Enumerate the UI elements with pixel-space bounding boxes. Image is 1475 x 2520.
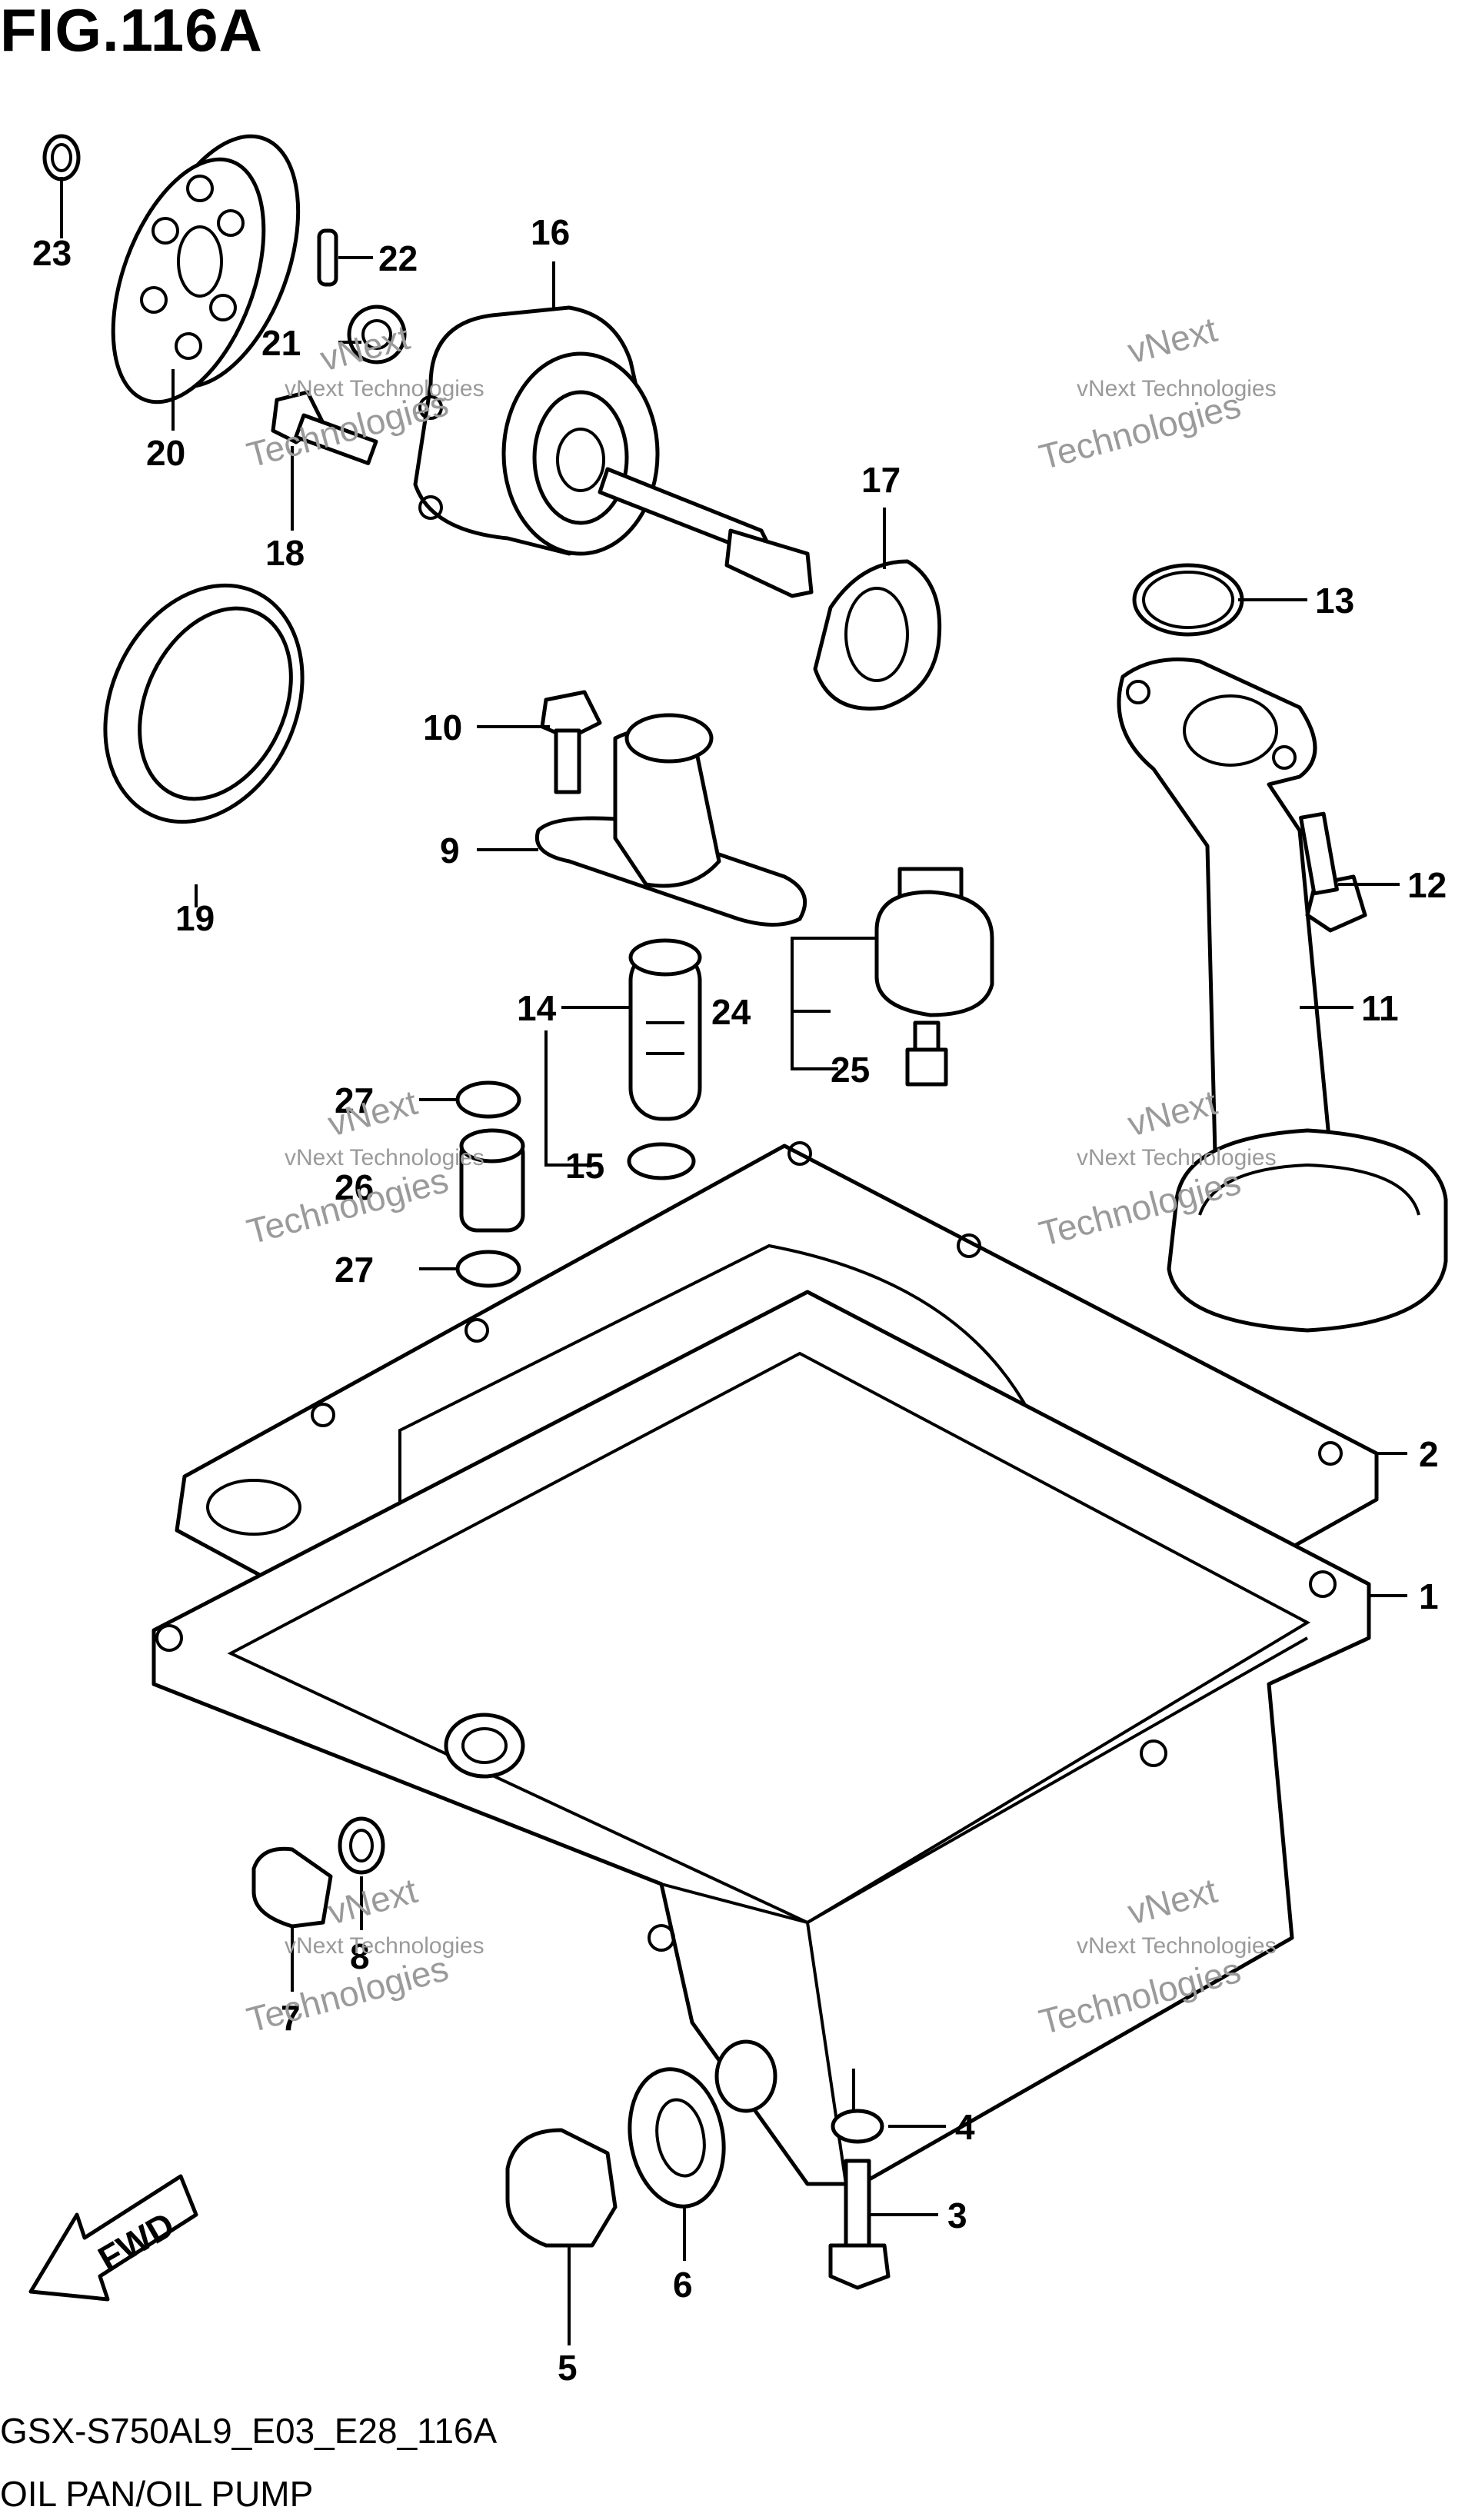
callout-11: 11 [1361,988,1399,1028]
callout-20: 20 [146,433,185,473]
part-27-o-ring-upper[interactable] [455,1080,521,1119]
svg-text:vNext: vNext [1124,309,1221,371]
callout-21: 21 [261,323,301,363]
part-21-washer[interactable] [347,305,407,365]
part-22-pin[interactable] [317,228,338,287]
part-5-drain-plug[interactable] [505,2128,618,2248]
part-1-oil-pan[interactable] [151,1290,1371,2186]
callout-18: 18 [265,533,305,573]
figure-title: FIG.116A [0,0,263,64]
svg-text:vNext Technologies: vNext Technologies [285,1933,484,1959]
part-7-plug[interactable] [251,1846,333,1929]
callout-25: 25 [831,1050,870,1090]
part-6-gasket[interactable] [619,2062,734,2214]
part-12-bolt[interactable] [1299,811,1367,933]
part-9-valve-housing[interactable] [535,713,807,927]
part-8-washer[interactable] [338,1816,385,1875]
model-code: GSX-S750AL9_E03_E28_116A [0,2411,498,2451]
callout-22: 22 [378,238,418,278]
part-24-oil-pressure-switch[interactable] [874,867,994,1017]
watermark-3: vNext Technologies vNext Technologies [242,1082,484,1252]
callout-27-upper: 27 [335,1080,374,1120]
callout-12: 12 [1407,865,1447,905]
part-23-circlip[interactable] [42,134,81,181]
watermark-2: vNext Technologies vNext Technologies [1035,309,1277,477]
svg-text:Technologies: Technologies [242,1948,452,2040]
part-20-drive-gear[interactable] [84,115,329,422]
callout-26: 26 [335,1167,374,1207]
callout-3: 3 [947,2195,967,2235]
callout-27-lower: 27 [335,1250,374,1290]
svg-text:vNext Technologies: vNext Technologies [285,376,484,401]
part-26-pipe[interactable] [459,1128,525,1233]
part-13-o-ring[interactable] [1132,563,1244,637]
fwd-arrow-icon: FWD [28,2174,198,2302]
svg-text:vNext Technologies: vNext Technologies [285,1145,484,1170]
callout-14: 14 [517,988,557,1028]
svg-text:vNext Technologies: vNext Technologies [1077,376,1277,401]
svg-text:vNext: vNext [1124,1082,1221,1144]
callout-1: 1 [1419,1576,1439,1616]
callout-9: 9 [440,831,460,871]
part-19-driven-gear[interactable] [68,553,340,854]
callout-13: 13 [1315,581,1354,621]
svg-text:vNext Technologies: vNext Technologies [1077,1933,1277,1959]
svg-text:vNext Technologies: vNext Technologies [1077,1145,1277,1170]
figure-subtitle: OIL PAN/OIL PUMP [0,2474,314,2514]
callout-17: 17 [861,460,901,500]
part-16-oil-pump[interactable] [413,305,814,598]
callout-8: 8 [350,1936,370,1976]
part-17-gasket[interactable] [813,559,942,711]
part-3-bolt[interactable] [828,2159,891,2290]
callout-16: 16 [531,212,570,252]
callout-2: 2 [1419,1434,1439,1474]
callout-6: 6 [673,2265,693,2305]
callout-7: 7 [281,1998,301,2038]
part-4-washer[interactable] [831,2109,884,2144]
part-15-o-ring[interactable] [627,1142,696,1180]
part-27-o-ring-lower[interactable] [455,1250,521,1288]
part-10-bolt[interactable] [540,690,602,794]
callout-5: 5 [558,2348,578,2388]
part-14-relief-valve[interactable] [628,938,702,1121]
callout-4: 4 [955,2107,975,2147]
part-18-bolt[interactable] [271,390,378,465]
callout-23: 23 [32,233,72,273]
svg-text:vNext: vNext [324,1870,421,1932]
callout-24: 24 [711,992,751,1032]
callout-19: 19 [175,898,215,938]
part-11-oil-strainer[interactable] [1117,657,1448,1333]
callout-15: 15 [565,1146,604,1186]
part-25-screw[interactable] [905,1020,948,1087]
callout-10: 10 [423,707,462,747]
